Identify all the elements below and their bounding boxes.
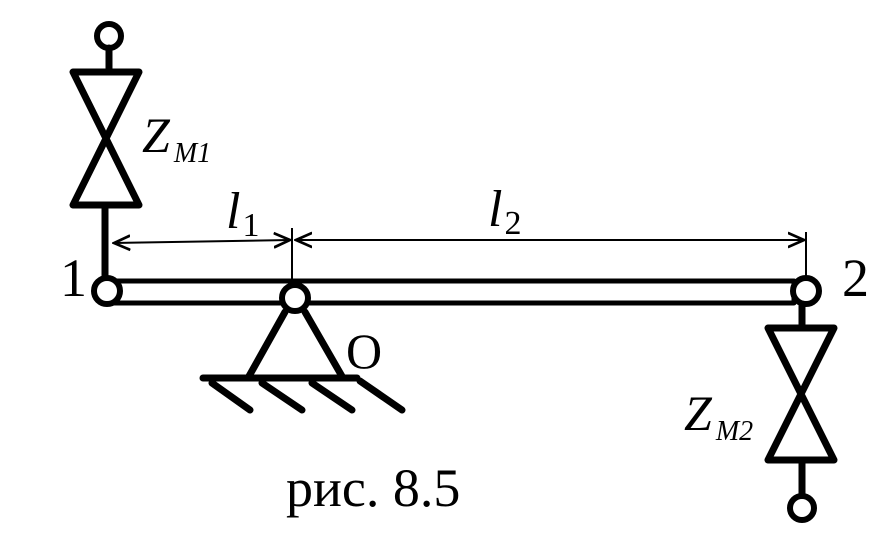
ground-hatch	[308, 379, 356, 414]
node-1	[91, 275, 123, 307]
bottom-terminal-node	[787, 493, 817, 523]
pivot-support	[199, 308, 406, 414]
impedance-zm1-symbol	[69, 68, 143, 209]
lever-bar	[107, 278, 797, 306]
node-2	[790, 275, 822, 307]
impedance-zm2-symbol	[764, 324, 838, 464]
support-triangle	[244, 308, 347, 382]
dimension-lines	[104, 228, 807, 285]
ground-hatch	[258, 379, 306, 414]
dimension-l1-label: l1	[226, 183, 259, 244]
ground-hatch	[356, 377, 406, 414]
ground-hatch	[208, 379, 254, 414]
node-1-label: 1	[60, 248, 87, 308]
pivot-label: O	[346, 323, 382, 379]
pivot-node	[279, 282, 311, 314]
top-terminal-node	[94, 21, 124, 51]
figure-caption: рис. 8.5	[286, 458, 460, 518]
impedance-zm2	[764, 300, 838, 523]
dim-arrow-l1	[114, 240, 290, 243]
node-2-label: 2	[842, 248, 869, 308]
dimension-l2-label: l2	[488, 181, 521, 242]
